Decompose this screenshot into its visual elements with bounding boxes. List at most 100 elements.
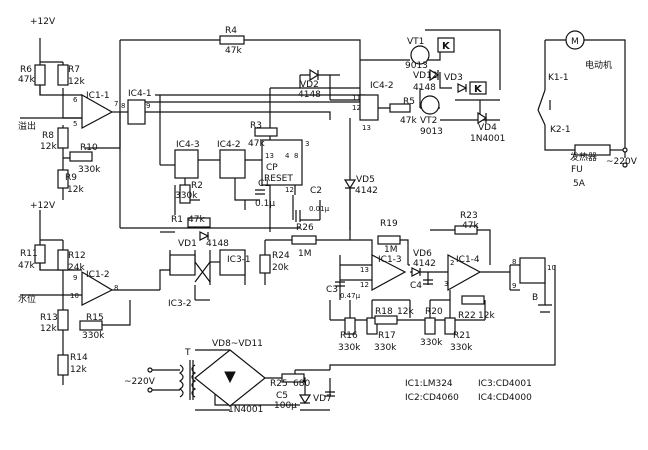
resistor-r10 bbox=[69, 151, 93, 162]
label-ic1-3: IC1-3 bbox=[378, 255, 402, 265]
label-vd2-value: 4148 bbox=[298, 90, 321, 100]
label-r5: R5 bbox=[403, 97, 415, 107]
label-r24: R24 bbox=[272, 251, 290, 261]
transistor-vt1 bbox=[410, 45, 430, 65]
label-r22-value: 12k bbox=[478, 311, 495, 321]
label-c1-value: 0.1μ bbox=[255, 199, 275, 209]
label-cp: CP bbox=[266, 163, 278, 173]
capacitor-c3 bbox=[335, 281, 345, 287]
label-c3-value: 0.47μ bbox=[340, 292, 361, 300]
label-ic4-3: IC4-3 bbox=[176, 140, 200, 150]
label-k2-1: K2-1 bbox=[550, 125, 571, 135]
label-pin5: 5 bbox=[73, 120, 77, 128]
label-pin-3b: 3 bbox=[444, 280, 448, 288]
label-r2: R2 bbox=[191, 181, 203, 191]
label-r17-value: 330k bbox=[374, 343, 397, 353]
label-r24-value: 20k bbox=[272, 263, 289, 273]
diode-vd6 bbox=[411, 267, 422, 277]
label-r9-value: 12k bbox=[67, 185, 84, 195]
label-vd2: VD2 bbox=[300, 80, 319, 90]
diode-vd5 bbox=[343, 179, 357, 190]
label-vt1: VT1 bbox=[407, 37, 424, 47]
label-ic1-4: IC1-4 bbox=[456, 255, 480, 265]
label-r21: R21 bbox=[453, 331, 471, 341]
label-ac-out: ~220V bbox=[606, 157, 638, 167]
label-vd12-value: 4148 bbox=[413, 83, 436, 93]
label-c5-value: 100μ bbox=[274, 401, 297, 411]
gate-ic4-3 bbox=[174, 149, 199, 179]
label-r15: R15 bbox=[86, 313, 104, 323]
label-fu: FU bbox=[571, 165, 583, 175]
label-r12-value: 24k bbox=[68, 263, 85, 273]
ic-note-1: IC1:LM324 bbox=[405, 379, 453, 389]
label-k-top: K bbox=[442, 41, 451, 52]
label-r14: R14 bbox=[70, 353, 88, 363]
label-k1-1: K1-1 bbox=[548, 73, 569, 83]
resistor-r15 bbox=[79, 320, 103, 331]
resistor-r20 bbox=[424, 317, 436, 335]
label-pin-3: 3 bbox=[305, 140, 309, 148]
label-r2-value: 330k bbox=[175, 191, 198, 201]
label-ic1-2: IC1-2 bbox=[86, 270, 110, 280]
terminal-ac-1 bbox=[622, 147, 628, 153]
opamp-ic1-1 bbox=[81, 93, 114, 129]
label-r7-value: 12k bbox=[68, 77, 85, 87]
label-c1: C1 bbox=[258, 179, 270, 189]
label-r15-value: 330k bbox=[82, 331, 105, 341]
ac-input-terminal-1 bbox=[147, 367, 153, 373]
label-vd5: VD5 bbox=[356, 175, 375, 185]
label-pin9: 9 bbox=[73, 274, 77, 282]
label-r4: R4 bbox=[225, 26, 237, 36]
label-vt2: VT2 bbox=[420, 116, 437, 126]
gate-ic3-1 bbox=[219, 249, 246, 276]
label-pin-13: 13 bbox=[265, 152, 274, 160]
label-fu-rating: 5A bbox=[573, 179, 586, 189]
diode-vd1 bbox=[199, 231, 210, 241]
label-pin6: 6 bbox=[73, 96, 78, 104]
resistor-r9 bbox=[57, 169, 69, 189]
terminal-ac-2 bbox=[622, 162, 628, 168]
resistor-r14 bbox=[57, 354, 69, 376]
label-r3-value: 47k bbox=[248, 139, 265, 149]
label-r23: R23 bbox=[460, 211, 478, 221]
resistor-r17 bbox=[366, 317, 378, 335]
label-r16: R16 bbox=[340, 331, 358, 341]
resistor-r12 bbox=[57, 249, 69, 271]
label-r21-value: 330k bbox=[450, 343, 473, 353]
label-vd7: VD7 bbox=[313, 394, 332, 404]
label-ic4-1-pin9: 9 bbox=[146, 102, 150, 110]
ic-note-3: IC2:CD4060 bbox=[405, 393, 459, 403]
label-r22: R22 bbox=[458, 311, 476, 321]
label-water-level: 水位 bbox=[18, 293, 36, 305]
ic-note-4: IC4:CD4000 bbox=[478, 393, 532, 403]
label-c4: C4 bbox=[410, 281, 422, 291]
label-r3: R3 bbox=[250, 121, 262, 131]
counter-ic2 bbox=[261, 139, 303, 186]
label-vd3: VD3 bbox=[444, 73, 463, 83]
label-vd1-value: 4148 bbox=[206, 239, 229, 249]
label-r6-value: 47k bbox=[18, 75, 35, 85]
label-r1-value: 47k bbox=[188, 215, 205, 225]
label-buzzer: B bbox=[532, 293, 538, 303]
opamp-ic1-3 bbox=[371, 254, 407, 292]
contact-k2-1 bbox=[537, 109, 546, 126]
label-r8-value: 12k bbox=[40, 142, 57, 152]
label-vcc-mid: +12V bbox=[30, 201, 56, 211]
label-vd4: VD4 bbox=[478, 123, 497, 133]
resistor-r24 bbox=[259, 254, 271, 274]
text-labels: +12V +12V R6 47k R7 12k IC1-1 6 5 7 溢出 R… bbox=[18, 17, 638, 415]
label-overflow-probe: 溢出 bbox=[18, 120, 36, 132]
label-r25: R25 bbox=[270, 379, 288, 389]
label-motor: M bbox=[571, 37, 579, 47]
label-c3: C3 bbox=[326, 285, 338, 295]
resistor-r1 bbox=[187, 217, 211, 228]
wires bbox=[20, 29, 626, 411]
label-reset: RESET bbox=[264, 174, 293, 184]
label-motor-name: 电动机 bbox=[585, 59, 612, 71]
label-vd4-value: 1N4001 bbox=[470, 134, 505, 144]
label-r18: R18 bbox=[375, 307, 393, 317]
resistor-r23 bbox=[454, 225, 478, 235]
label-r12: R12 bbox=[68, 251, 86, 261]
label-r13-value: 12k bbox=[40, 324, 57, 334]
